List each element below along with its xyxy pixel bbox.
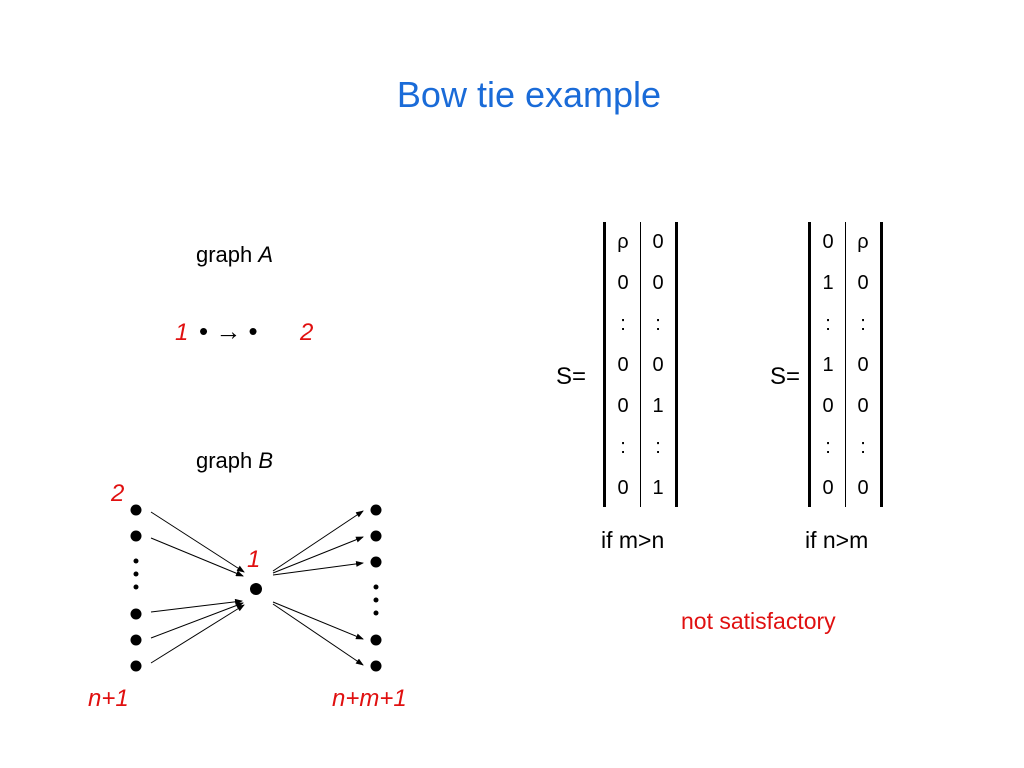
matrix-cell: :: [655, 436, 661, 458]
graph-b-right-ellipsis-dot: [373, 610, 379, 616]
graph-b-right-node: [370, 530, 382, 542]
graph-a-label-prefix: graph: [196, 242, 259, 267]
matrix-cell: 0: [617, 477, 629, 499]
graph-b-edge-in: [150, 598, 243, 613]
graph-b-edge-out: [272, 510, 364, 572]
graph-b-bottom-left-label: n+1: [88, 685, 129, 712]
graph-b-edge-out: [272, 601, 364, 640]
graph-b-left-node: [130, 530, 142, 542]
matrix-cell: 0: [857, 477, 869, 499]
graph-b-left-node: [130, 660, 142, 672]
matrix-1-left-bracket: [603, 222, 606, 507]
graph-b-left-ellipsis-dot: [133, 571, 139, 577]
graph-b-edge-in: [150, 511, 245, 573]
graph-b-edge-out: [272, 536, 364, 574]
graph-a-edge: • → •: [199, 316, 258, 346]
matrix-cell: 1: [822, 272, 834, 294]
matrix-cell: :: [825, 436, 831, 458]
matrix-cell: :: [620, 436, 626, 458]
graph-b-bottom-right-label: n+m+1: [332, 685, 407, 712]
matrix-cell: :: [620, 313, 626, 335]
matrix-cell: 0: [857, 272, 869, 294]
graph-b-left-ellipsis-dot: [133, 584, 139, 590]
matrix-cell: 0: [857, 395, 869, 417]
matrix-cell: 0: [652, 354, 664, 376]
graph-b-left-ellipsis-dot: [133, 558, 139, 564]
graph-b-left-node: [130, 504, 142, 516]
graph-a-label-var: A: [258, 242, 274, 267]
matrix-cell: 0: [822, 395, 834, 417]
matrix-cell: 1: [822, 354, 834, 376]
matrix-cell: :: [825, 313, 831, 335]
graph-b-right-ellipsis-dot: [373, 584, 379, 590]
matrix-2-condition: if n>m: [805, 527, 869, 553]
graph-b-top-left-label: 2: [111, 480, 125, 507]
matrix-cell: 0: [617, 395, 629, 417]
matrix-1-prefix: S=: [556, 363, 587, 390]
graph-a-node-1-label: 1: [175, 319, 189, 346]
matrix-cell: :: [860, 436, 866, 458]
graph-a-label: graph A: [196, 242, 273, 268]
graph-b-left-node: [130, 634, 142, 646]
matrix-cell: 0: [617, 354, 629, 376]
matrix-cell: 1: [652, 395, 664, 417]
graph-b-edge-in: [150, 537, 244, 577]
matrix-cell: 0: [617, 272, 629, 294]
matrix-cell: 0: [822, 231, 834, 253]
matrix-2-right-bracket: [880, 222, 883, 507]
graph-b-right-node: [370, 556, 382, 568]
graph-b-center-node: [250, 583, 262, 595]
graph-b-label-prefix: graph: [196, 448, 259, 473]
graph-b-edge-out: [272, 603, 364, 666]
graph-b-right-ellipsis-dot: [373, 597, 379, 603]
graph-b-right-node: [370, 660, 382, 672]
matrix-1-condition: if m>n: [601, 527, 665, 553]
graph-b-center-label: 1: [247, 546, 261, 573]
matrix-cell: 1: [652, 477, 664, 499]
matrix-cell: 0: [652, 272, 664, 294]
matrix-cell: ρ: [857, 231, 869, 253]
graph-b-edge-in: [150, 604, 245, 664]
matrix-2-column-divider: [845, 222, 846, 507]
matrix-2-prefix: S=: [770, 363, 801, 390]
graph-a-node-2-label: 2: [300, 319, 314, 346]
matrix-cell: 0: [822, 477, 834, 499]
graph-b-label-var: B: [258, 448, 274, 473]
graph-b-left-node: [130, 608, 142, 620]
graph-b-label: graph B: [196, 448, 273, 474]
verdict-text: not satisfactory: [681, 608, 836, 634]
matrix-cell: 0: [652, 231, 664, 253]
matrix-cell: :: [655, 313, 661, 335]
matrix-cell: 0: [857, 354, 869, 376]
graph-b-right-node: [370, 504, 382, 516]
matrix-1-right-bracket: [675, 222, 678, 507]
page-title: Bow tie example: [396, 74, 662, 115]
graph-b-edge-out: [272, 560, 364, 576]
graph-b-right-node: [370, 634, 382, 646]
matrix-cell: ρ: [617, 231, 629, 253]
matrix-cell: :: [860, 313, 866, 335]
matrix-1-column-divider: [640, 222, 641, 507]
matrix-2-left-bracket: [808, 222, 811, 507]
graph-b-edge-in: [150, 602, 244, 639]
